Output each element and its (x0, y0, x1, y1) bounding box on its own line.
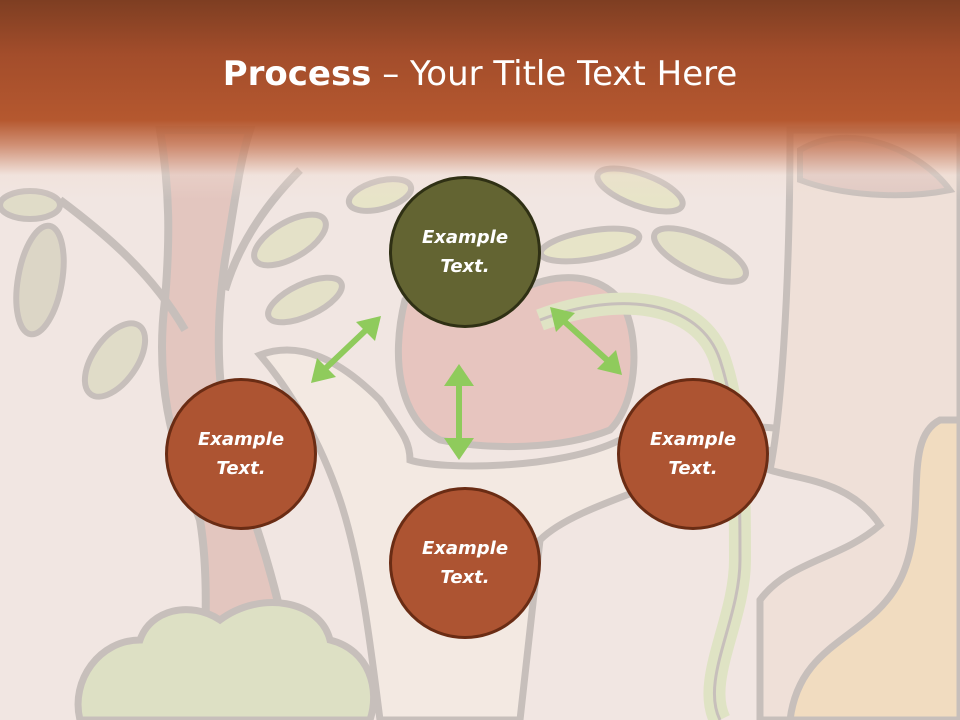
node-right-label: Example Text. (649, 429, 737, 479)
title-rest: – Your Title Text Here (371, 54, 738, 94)
node-bottom: Example Text. (389, 487, 541, 639)
title-bold: Process (222, 54, 372, 94)
node-left-label: Example Text. (197, 429, 285, 479)
node-bottom-label: Example Text. (421, 538, 509, 588)
page-title: Process – Your Title Text Here (0, 52, 960, 96)
node-left: Example Text. (165, 378, 317, 530)
node-top: Example Text. (389, 176, 541, 328)
title-banner (0, 0, 960, 200)
node-right: Example Text. (617, 378, 769, 530)
node-top-label: Example Text. (421, 227, 509, 277)
